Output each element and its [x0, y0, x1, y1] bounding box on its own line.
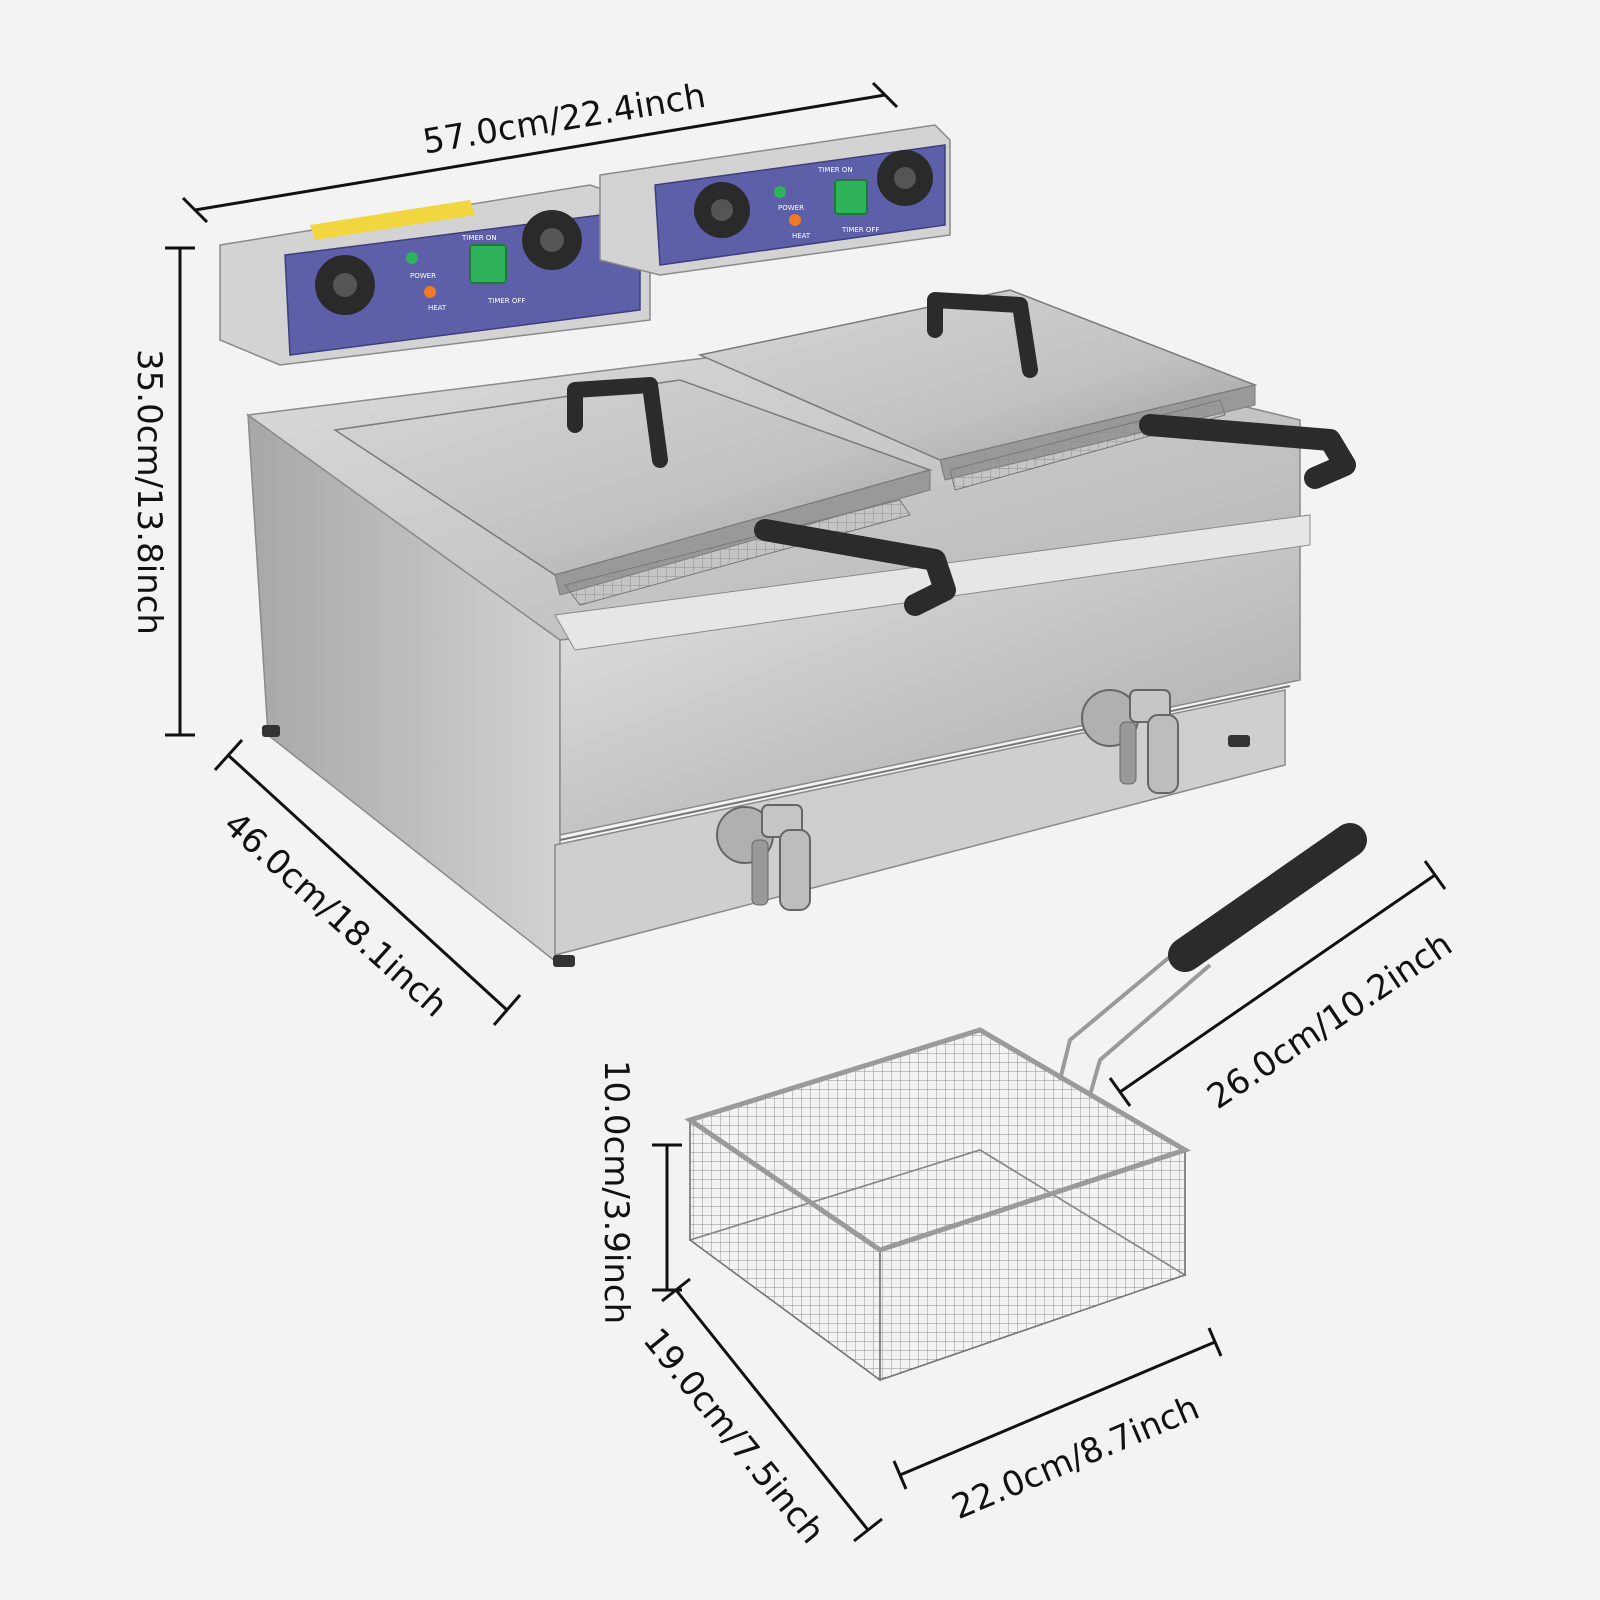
power-switch-left: [469, 244, 507, 284]
power-label-right: POWER: [778, 204, 804, 212]
heat-light-right: [789, 214, 801, 226]
timer-off-label-right: TIMER OFF: [841, 226, 879, 234]
basket-wire-handle: [1058, 938, 1212, 1096]
warning-label-left: [310, 200, 475, 240]
lid-handle-right: [927, 292, 1038, 378]
depth-dimension-line: [226, 753, 509, 1012]
drain-valve-right: [1081, 689, 1179, 794]
fryer: TIMER ON TIMER OFF POWER HEAT TIMER ON T…: [219, 124, 1356, 967]
width-dimension-line: [194, 93, 886, 212]
control-housing-right: [599, 124, 951, 276]
lid-handle-left: [567, 377, 668, 468]
fryer-foot-front-left: [553, 955, 575, 967]
basket-handle-left: [754, 519, 956, 616]
basket-length-dimension-line: [1119, 873, 1436, 1094]
timer-on-label-left: TIMER ON: [461, 234, 497, 242]
heat-label-right: HEAT: [792, 232, 811, 240]
fryer-height-label: 35.0cm/13.8inch: [129, 349, 169, 635]
timer-on-label-right: TIMER ON: [817, 166, 853, 174]
basket-depth-label: 19.0cm/7.5inch: [635, 1321, 832, 1552]
basket-length-label: 26.0cm/10.2inch: [1200, 924, 1459, 1117]
basket-width-label: 22.0cm/8.7inch: [946, 1388, 1205, 1528]
timer-off-label-left: TIMER OFF: [487, 297, 525, 305]
heat-label-left: HEAT: [428, 304, 447, 312]
basket-depth-dimension-line: [674, 1289, 870, 1531]
power-light-right: [774, 186, 786, 198]
fryer-drawer-front: [554, 689, 1286, 956]
fryer-foot-front-right: [1228, 735, 1250, 747]
basket-width-dimension-line: [899, 1340, 1216, 1477]
power-label-left: POWER: [410, 272, 436, 280]
power-light-left: [406, 252, 418, 264]
power-switch-right: [834, 179, 868, 215]
heat-light-left: [424, 286, 436, 298]
fryer-foot-back-left: [262, 725, 280, 737]
frying-basket: [684, 823, 1367, 1382]
dimension-lines: [165, 81, 1447, 1543]
basket-height-label: 10.0cm/3.9inch: [596, 1060, 636, 1324]
basket-handle-right: [1139, 414, 1356, 489]
drain-valve-left: [716, 804, 811, 911]
basket-grip: [1168, 823, 1367, 972]
basket-rim: [684, 1027, 1192, 1253]
